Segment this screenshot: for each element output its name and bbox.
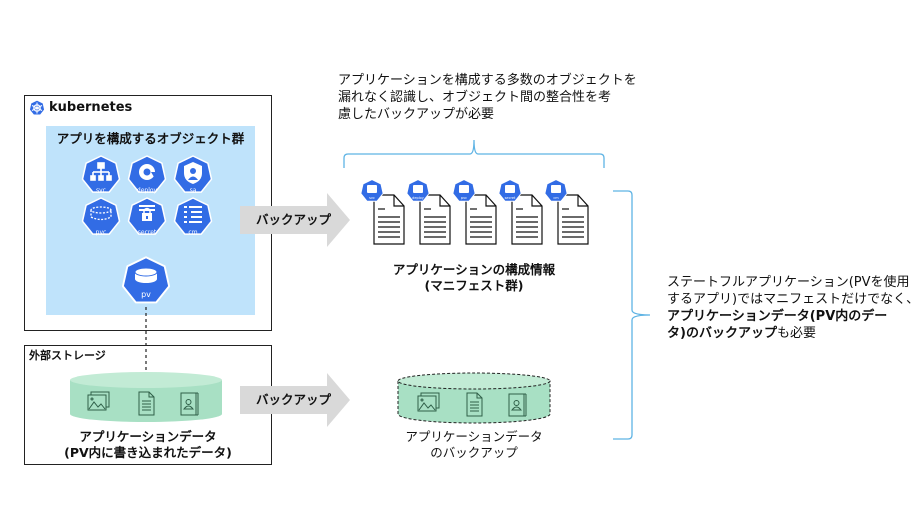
top-note-line3: 慮したバックアップが必要 xyxy=(338,107,495,122)
secret-icon xyxy=(139,205,155,221)
backup-document-icon xyxy=(466,392,483,417)
data-backup-caption-line2: のバックアップ xyxy=(430,445,518,460)
pvc-label: pvc xyxy=(95,229,107,236)
object-icon-secret xyxy=(127,197,167,235)
svc-badge-glyph xyxy=(367,185,377,193)
backup-arrow-top-label: バックアップ xyxy=(256,212,332,227)
right-note-line4-rest: も必要 xyxy=(776,326,816,341)
right-note-line3: アプリケーションデータ(PV内のデー xyxy=(667,309,888,324)
top-note-line2: 漏れなく認識し、オブジェクト間の整合性を考 xyxy=(338,90,612,105)
external-storage-title: 外部ストレージ xyxy=(29,349,106,362)
manifest-document-secret: secret xyxy=(498,179,543,245)
right-note-line4: タ)のバックアップも必要 xyxy=(667,326,816,342)
pvc-badge-glyph xyxy=(459,185,469,193)
objects-group-title: アプリを構成するオブジェクト群 xyxy=(56,131,245,146)
object-icon-cm xyxy=(173,197,213,235)
backup-image-icon xyxy=(417,392,440,412)
backup-arrow-bottom-label: バックアップ xyxy=(256,392,332,407)
backup-arrow-bottom xyxy=(240,373,350,427)
svc-badge-label: svc xyxy=(369,196,375,200)
pv-label: pv xyxy=(141,290,151,299)
right-note-line1: ステートフルアプリケーション(PVを使用 xyxy=(667,275,910,290)
svc-label: svc xyxy=(96,187,106,194)
service-icon xyxy=(90,162,112,181)
manifest-document-svc: svc xyxy=(360,179,405,245)
document-icon xyxy=(138,391,155,416)
image-icon xyxy=(87,391,110,411)
pvc-badge-label: pvc xyxy=(461,196,467,200)
manifest-document-cm: cm xyxy=(544,179,589,245)
right-note-line2: するアプリ)ではマニフェストだけでなく、 xyxy=(667,292,920,307)
secret-badge-label: secret xyxy=(505,196,516,200)
top-brace xyxy=(343,139,605,168)
top-note-line1: アプリケーションを構成する多数のオブジェクトを xyxy=(338,73,637,88)
deploy-icon xyxy=(139,164,157,180)
app-data-caption-line2: (PV内に書き込まれたデータ) xyxy=(64,445,232,460)
object-icon-pvc xyxy=(81,197,121,235)
pv-icon xyxy=(121,256,171,304)
manifest-caption-line1: アプリケーションの構成情報 xyxy=(392,262,556,277)
cm-badge-label: cm xyxy=(553,196,559,200)
secret-badge-glyph xyxy=(505,185,515,193)
backup-arrow-top xyxy=(240,193,350,247)
cm-label: cm xyxy=(188,229,198,236)
configmap-icon xyxy=(184,206,202,223)
service-account-icon xyxy=(184,162,202,184)
kubernetes-logo-icon xyxy=(29,100,45,116)
cm-badge-glyph xyxy=(551,185,561,193)
contact-book-icon xyxy=(180,392,199,416)
deploy-badge-label: deploy xyxy=(412,196,424,200)
data-backup-caption-line1: アプリケーションデータ xyxy=(405,429,543,444)
deploy-badge-glyph xyxy=(413,185,423,193)
manifest-document-deploy: deploy xyxy=(406,179,451,245)
object-icon-sa xyxy=(173,155,213,193)
app-data-caption-line1: アプリケーションデータ xyxy=(79,429,217,444)
object-icon-deploy xyxy=(127,155,167,193)
backup-contact-book-icon xyxy=(508,393,527,417)
kubernetes-logo-label: kubernetes xyxy=(49,100,133,115)
sa-label: sa xyxy=(189,187,197,194)
right-note-line4-bold: タ)のバックアップ xyxy=(667,326,777,341)
right-brace xyxy=(613,190,651,440)
deploy-label: deploy xyxy=(136,187,158,194)
pvc-icon xyxy=(90,206,112,221)
manifest-document-pvc: pvc xyxy=(452,179,497,245)
secret-label: secret xyxy=(137,229,157,236)
manifest-caption-line2: (マニフェスト群) xyxy=(424,278,524,293)
object-icon-svc xyxy=(81,155,121,193)
